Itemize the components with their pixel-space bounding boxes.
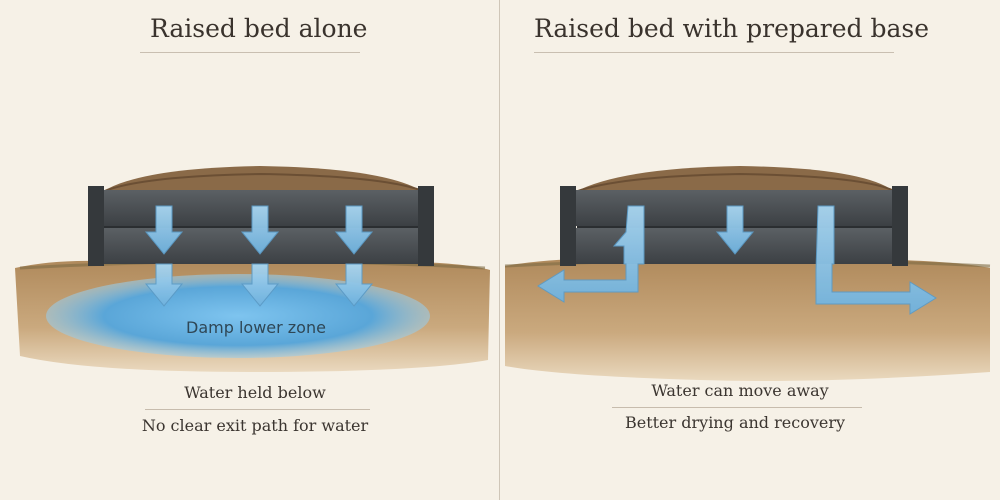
left-caption-primary: Water held below: [184, 383, 326, 402]
right-caption-primary: Water can move away: [651, 381, 829, 400]
bent-arrow-icon: [537, 205, 645, 303]
right-caption-secondary: Better drying and recovery: [624, 413, 846, 432]
left-caption-rule: [145, 409, 370, 410]
panel-divider: [499, 0, 500, 500]
down-arrow-icon: [334, 205, 374, 255]
right-title-rule: [534, 52, 894, 53]
damp-zone: [46, 274, 430, 358]
left-title-rule: [140, 52, 360, 53]
down-arrow-icon: [144, 263, 184, 307]
right-ground: [504, 258, 991, 381]
bent-arrow-icon: [815, 205, 937, 315]
down-arrow-icon: [240, 263, 280, 307]
right-caption-rule: [612, 407, 862, 408]
down-arrow-icon: [334, 263, 374, 307]
down-arrow-icon: [240, 205, 280, 255]
right-panel-title: Raised bed with prepared base: [534, 14, 929, 43]
down-arrow-icon: [715, 205, 755, 255]
left-panel-title: Raised bed alone: [150, 14, 368, 43]
damp-zone-label: Damp lower zone: [186, 318, 326, 337]
left-caption-secondary: No clear exit path for water: [141, 416, 369, 435]
down-arrow-icon: [144, 205, 184, 255]
